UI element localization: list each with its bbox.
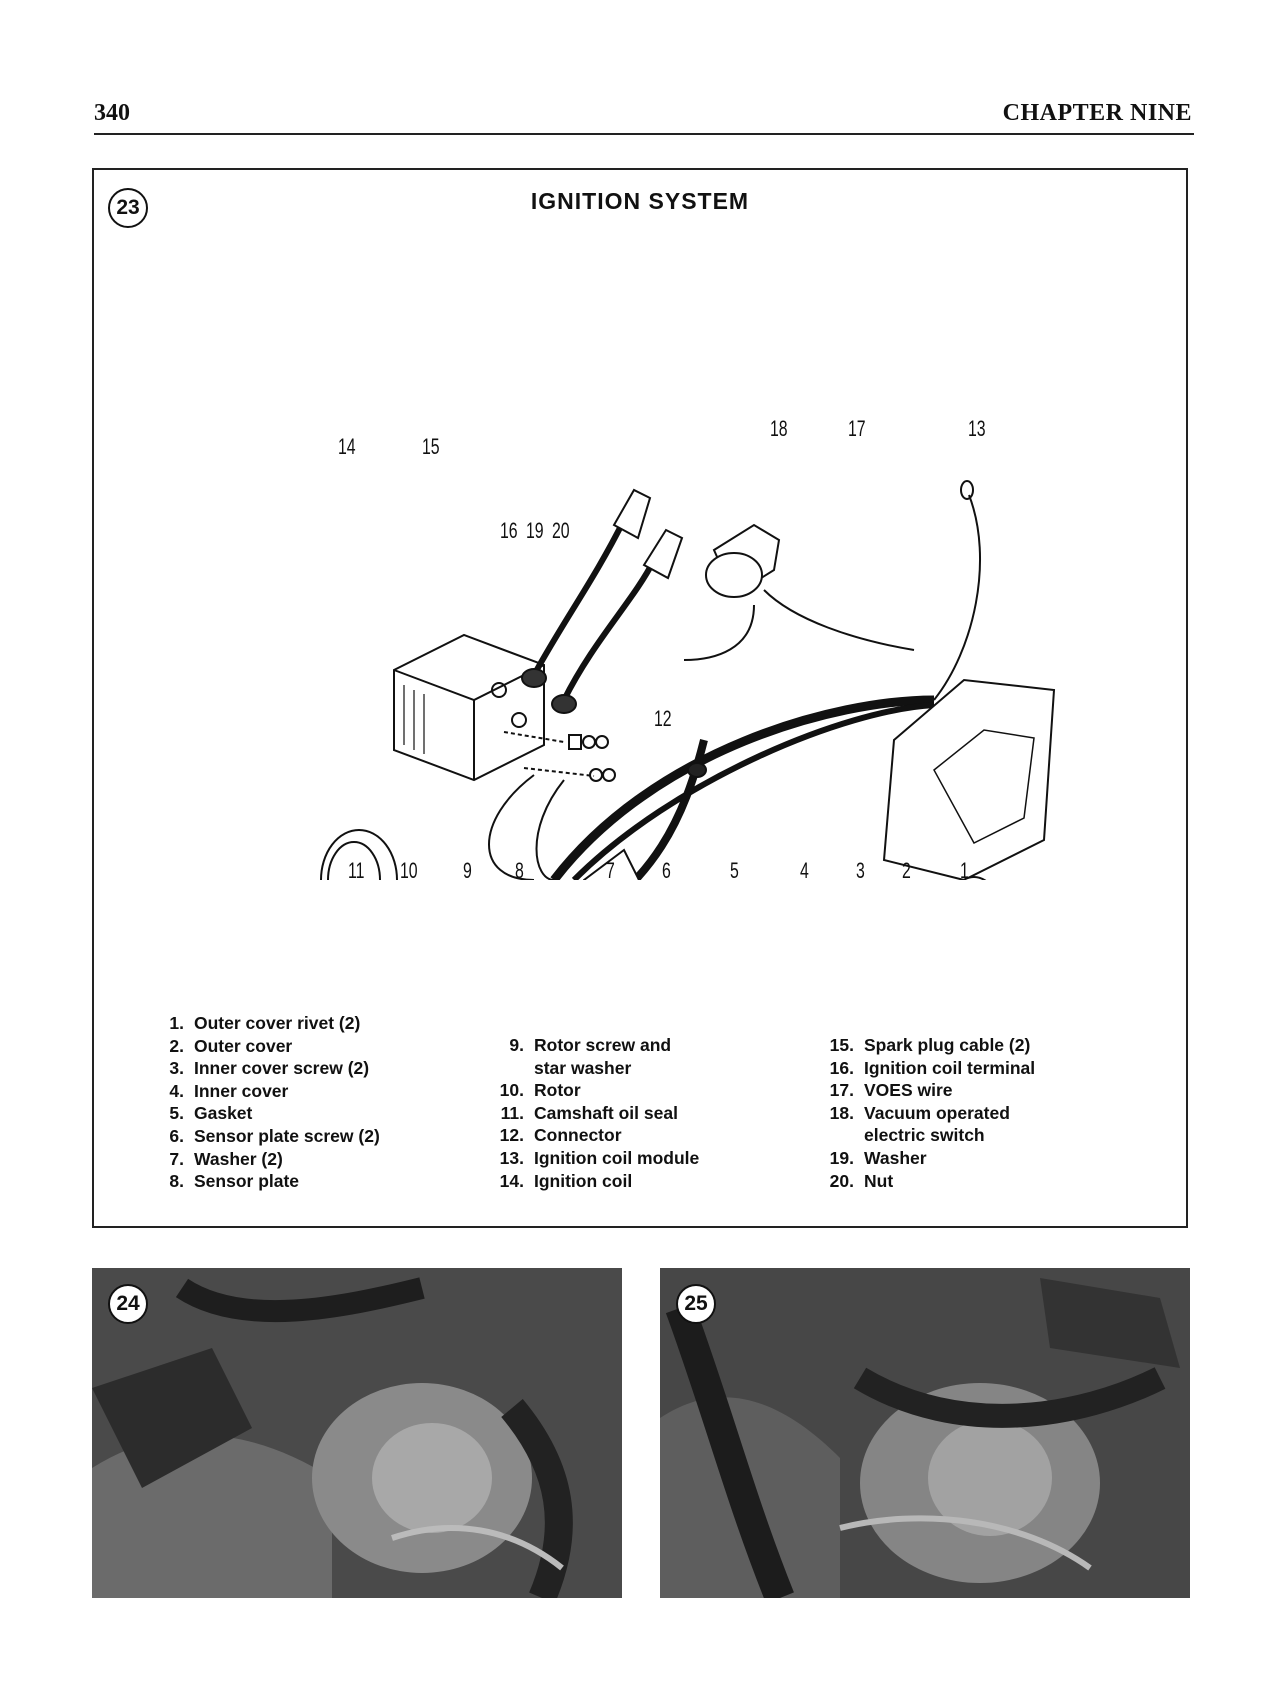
legend-item: 12.Connector bbox=[499, 1125, 622, 1146]
photo-25: 25 bbox=[660, 1268, 1190, 1598]
legend-item: 5.Gasket bbox=[169, 1103, 253, 1124]
callout-5: 5 bbox=[730, 858, 739, 883]
legend-item: 18.Vacuum operated bbox=[829, 1102, 1010, 1123]
legend-item: 20.Nut bbox=[829, 1170, 894, 1191]
legend-item: star washer bbox=[534, 1057, 632, 1078]
callout-19: 19 bbox=[526, 518, 544, 543]
callout-2: 2 bbox=[902, 858, 911, 883]
legend-item: 17.VOES wire bbox=[829, 1080, 953, 1101]
legend-item: 2.Outer cover bbox=[169, 1035, 293, 1056]
callout-16: 16 bbox=[500, 518, 518, 543]
figure-title: IGNITION SYSTEM bbox=[530, 188, 750, 214]
callout-4: 4 bbox=[800, 858, 809, 883]
callout-14: 14 bbox=[338, 434, 356, 459]
callout-3: 3 bbox=[856, 858, 865, 883]
engine-photo-image bbox=[92, 1268, 622, 1598]
legend-item: 16.Ignition coil terminal bbox=[829, 1057, 1036, 1078]
legend-column-1: 1.Outer cover rivet (2) 2.Outer cover 3.… bbox=[154, 1012, 454, 1193]
callout-13: 13 bbox=[968, 416, 986, 441]
legend-item: 15.Spark plug cable (2) bbox=[829, 1035, 1031, 1055]
callout-17: 17 bbox=[848, 416, 866, 441]
legend-item: 10.Rotor bbox=[499, 1080, 581, 1101]
callout-9: 9 bbox=[463, 858, 472, 883]
photo-24: 24 bbox=[92, 1268, 622, 1598]
callout-10: 10 bbox=[400, 858, 418, 883]
callout-12: 12 bbox=[654, 706, 672, 731]
legend-item: 13.Ignition coil module bbox=[499, 1147, 700, 1168]
chapter-title: CHAPTER NINE bbox=[1002, 100, 1192, 126]
callout-18: 18 bbox=[770, 416, 788, 441]
callout-7: 7 bbox=[606, 858, 615, 883]
legend-item: 9.Rotor screw and bbox=[509, 1035, 672, 1055]
legend-item: 7.Washer (2) bbox=[169, 1148, 283, 1169]
engine-photo-image bbox=[660, 1268, 1190, 1598]
legend-item: 19.Washer bbox=[829, 1147, 927, 1168]
figure-number-badge: 23 bbox=[108, 188, 148, 228]
legend-item: 8.Sensor plate bbox=[169, 1171, 300, 1192]
callout-15: 15 bbox=[422, 434, 440, 459]
legend-column-2: 9.Rotor screw and star washer 10.Rotor 1… bbox=[494, 1034, 794, 1192]
ignition-exploded-diagram bbox=[320, 480, 1056, 880]
page-header: 340 CHAPTER NINE bbox=[94, 100, 1192, 136]
legend-item: 1.Outer cover rivet (2) bbox=[169, 1013, 361, 1033]
callout-11: 11 bbox=[348, 858, 365, 883]
header-rule bbox=[94, 133, 1194, 135]
legend-item: 11.Camshaft oil seal bbox=[500, 1102, 678, 1123]
legend-column-3: 15.Spark plug cable (2) 16.Ignition coil… bbox=[824, 1034, 1144, 1192]
callout-20: 20 bbox=[552, 518, 570, 543]
photo-number-badge: 24 bbox=[108, 1284, 148, 1324]
legend-item: 14.Ignition coil bbox=[499, 1170, 633, 1191]
figure-ignition-system: 23 IGNITION SYSTEM bbox=[92, 168, 1188, 1228]
legend-item: 3.Inner cover screw (2) bbox=[169, 1058, 370, 1079]
legend-item: electric switch bbox=[864, 1125, 985, 1146]
legend-item: 6.Sensor plate screw (2) bbox=[169, 1125, 380, 1146]
callout-8: 8 bbox=[515, 858, 524, 883]
callout-1: 1 bbox=[960, 858, 969, 883]
callout-6: 6 bbox=[662, 858, 671, 883]
photo-number-badge: 25 bbox=[676, 1284, 716, 1324]
legend-item: 4.Inner cover bbox=[169, 1080, 289, 1101]
page-number: 340 bbox=[94, 100, 130, 126]
